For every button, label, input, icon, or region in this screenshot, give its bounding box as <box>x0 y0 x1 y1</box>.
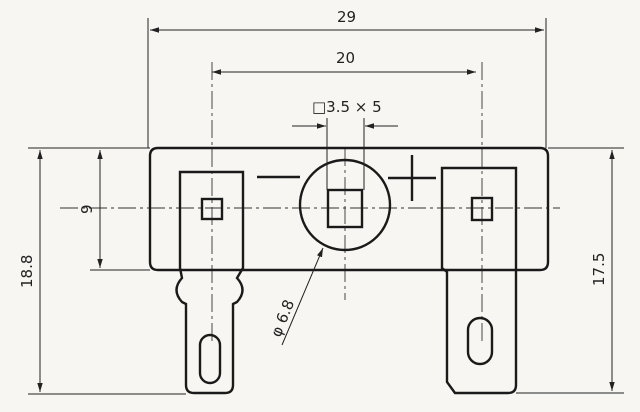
dim-label-total-height: 18.8 <box>18 255 36 288</box>
right-terminal <box>440 166 518 395</box>
dim-label-hole-size: □3.5 × 5 <box>312 98 382 116</box>
dim-body-height: 9 <box>78 147 150 271</box>
center-lines <box>60 62 560 345</box>
dim-total-height: 18.8 <box>18 147 186 395</box>
dim-diameter: φ 6.8 <box>267 247 324 346</box>
body-plate <box>148 146 550 272</box>
dim-terminal-spacing: 20 <box>212 49 476 75</box>
center-square-hole <box>326 188 364 229</box>
dim-label-right-height: 17.5 <box>590 253 608 286</box>
dim-overall-width: 29 <box>147 8 547 148</box>
right-terminal-slot <box>466 316 494 366</box>
left-terminal-square-hole <box>200 197 224 221</box>
left-terminal-slot <box>198 333 222 385</box>
center-boss <box>298 158 392 252</box>
right-terminal-square-hole <box>470 196 494 222</box>
left-terminal <box>175 170 245 395</box>
dim-right-height: 17.5 <box>516 147 624 394</box>
dim-label-overall-width: 29 <box>337 8 356 26</box>
dim-hole-size: □3.5 × 5 <box>292 98 398 190</box>
dim-label-body-height: 9 <box>78 204 96 214</box>
polarity-marks <box>257 155 436 201</box>
dim-label-terminal-spacing: 20 <box>336 49 355 67</box>
